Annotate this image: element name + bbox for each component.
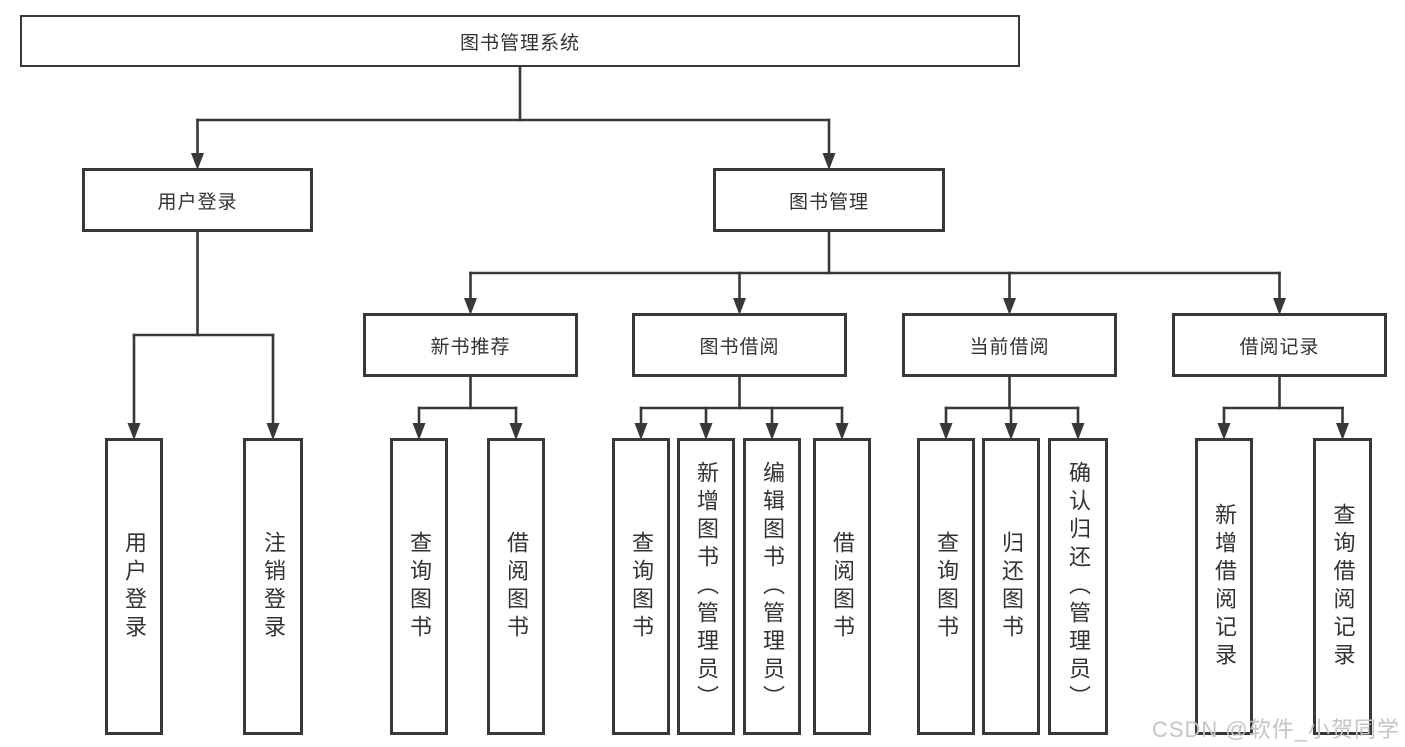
leaf-query-books: 查询图书 [612, 438, 670, 735]
leaf-confirm-return-admin: 确认归还（管理员） [1048, 438, 1108, 735]
node-borrowing-records: 借阅记录 [1172, 313, 1387, 377]
node-label: 图书借阅 [699, 336, 780, 358]
leaf-user-login: 用户登录 [105, 438, 163, 735]
node-user-login: 用户登录 [82, 168, 313, 232]
node-label: 当前借阅 [969, 336, 1050, 358]
node-label: 确认归还（管理员） [1066, 460, 1091, 713]
node-label: 查询图书 [629, 530, 654, 643]
leaf-query-borrow-record: 查询借阅记录 [1313, 438, 1372, 735]
leaf-query-books: 查询图书 [917, 438, 975, 735]
node-book-borrowing: 图书借阅 [632, 313, 847, 377]
node-label: 新增图书（管理员） [694, 460, 719, 713]
node-book-management: 图书管理 [713, 168, 945, 232]
node-label: 图书管理系统 [459, 32, 580, 54]
node-label: 查询借阅记录 [1330, 502, 1356, 671]
node-label: 新书推荐 [430, 336, 511, 358]
leaf-add-borrow-record: 新增借阅记录 [1195, 438, 1253, 735]
leaf-add-books-admin: 新增图书（管理员） [677, 438, 735, 735]
node-label: 借阅图书 [830, 530, 855, 643]
node-label: 编辑图书（管理员） [760, 460, 785, 713]
leaf-return-books: 归还图书 [982, 438, 1040, 735]
leaf-borrow-books: 借阅图书 [813, 438, 871, 735]
leaf-edit-books-admin: 编辑图书（管理员） [743, 438, 801, 735]
node-label: 注销登录 [261, 530, 286, 643]
node-library-management-system: 图书管理系统 [20, 15, 1020, 67]
node-label: 新增借阅记录 [1212, 502, 1237, 671]
node-label: 用户登录 [122, 530, 147, 643]
node-label: 查询图书 [407, 530, 432, 643]
leaf-query-books: 查询图书 [390, 438, 448, 735]
node-label: 借阅记录 [1239, 336, 1320, 358]
leaf-borrow-books: 借阅图书 [487, 438, 545, 735]
leaf-logout: 注销登录 [243, 438, 303, 735]
node-new-book-recommendation: 新书推荐 [363, 313, 578, 377]
node-label: 借阅图书 [504, 530, 529, 643]
csdn-watermark: CSDN @软件_小贺同学 [1151, 717, 1400, 742]
node-label: 查询图书 [934, 530, 959, 643]
node-label: 归还图书 [999, 530, 1024, 643]
node-label: 图书管理 [788, 191, 869, 213]
node-label: 用户登录 [157, 191, 238, 213]
node-current-borrowing: 当前借阅 [902, 313, 1117, 377]
